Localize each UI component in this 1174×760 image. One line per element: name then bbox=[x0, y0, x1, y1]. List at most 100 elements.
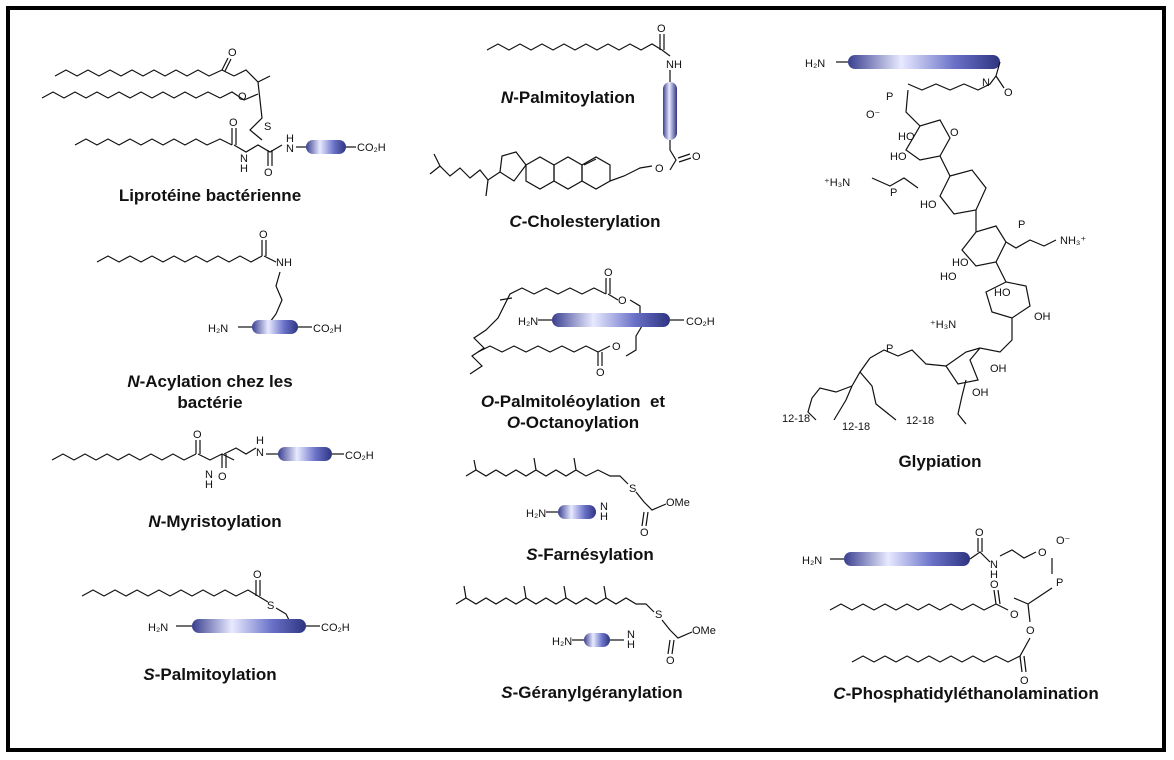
svg-text:H₂N: H₂N bbox=[526, 508, 546, 520]
peptide-bar bbox=[663, 82, 677, 140]
peptide-bar bbox=[844, 552, 970, 566]
svg-text:H: H bbox=[256, 435, 264, 447]
n-myristoylation-atoms: O N H O H N CO₂H bbox=[193, 429, 374, 491]
svg-text:O: O bbox=[229, 117, 238, 129]
svg-text:O: O bbox=[657, 23, 666, 35]
svg-text:O: O bbox=[1020, 675, 1029, 687]
svg-text:OH: OH bbox=[990, 363, 1007, 375]
svg-text:HO: HO bbox=[940, 271, 957, 283]
caption-glypiation: Glypiation bbox=[898, 452, 982, 471]
svg-text:S: S bbox=[655, 609, 662, 621]
svg-text:S: S bbox=[629, 483, 636, 495]
svg-text:12-18: 12-18 bbox=[842, 421, 870, 433]
svg-text:O: O bbox=[950, 127, 959, 139]
peptide-bar bbox=[306, 140, 346, 154]
s-farnesylation-atoms: S H₂N N H OMe O bbox=[526, 483, 690, 539]
svg-text:O: O bbox=[692, 151, 701, 163]
s-geranylgeranylation-atoms: S H₂N N H OMe O bbox=[552, 609, 716, 667]
svg-text:O: O bbox=[975, 527, 984, 539]
svg-text:O: O bbox=[990, 579, 999, 591]
svg-text:O: O bbox=[1010, 609, 1019, 621]
svg-text:P: P bbox=[1056, 577, 1063, 589]
svg-text:H: H bbox=[205, 479, 213, 491]
svg-text:O: O bbox=[655, 163, 664, 175]
svg-text:H₂N: H₂N bbox=[148, 622, 168, 634]
svg-text:CO₂H: CO₂H bbox=[321, 622, 350, 634]
svg-text:O: O bbox=[618, 295, 627, 307]
glypiation-atoms: H₂N O N P O⁻ HO HO O ⁺H₃N P HO P NH₃⁺ HO… bbox=[782, 58, 1086, 433]
n-palmitoylation-atoms: O NH O O bbox=[655, 23, 701, 175]
svg-text:N: N bbox=[600, 501, 608, 513]
svg-text:O: O bbox=[666, 655, 675, 667]
caption-s-palmitoylation: S-Palmitoylation bbox=[143, 665, 277, 684]
svg-text:O: O bbox=[604, 267, 613, 279]
caption-n-palmitoylation: N-Palmitoylation bbox=[500, 88, 636, 107]
svg-text:O: O bbox=[218, 471, 227, 483]
svg-text:N: N bbox=[627, 629, 635, 641]
svg-text:OH: OH bbox=[972, 387, 989, 399]
svg-text:S: S bbox=[264, 121, 271, 133]
caption-n-acylation: N-Acylation chez les bactérie bbox=[127, 372, 293, 413]
lipoprotein-structure bbox=[41, 57, 283, 166]
svg-text:H₂N: H₂N bbox=[208, 323, 228, 335]
svg-text:CO₂H: CO₂H bbox=[345, 450, 374, 462]
n-acylation-structure bbox=[96, 240, 312, 328]
svg-text:12-18: 12-18 bbox=[782, 413, 810, 425]
peptide-bar bbox=[558, 505, 596, 519]
svg-text:O: O bbox=[264, 167, 273, 179]
svg-text:P: P bbox=[890, 187, 897, 199]
svg-text:CO₂H: CO₂H bbox=[357, 142, 386, 154]
svg-text:H: H bbox=[600, 511, 608, 523]
svg-text:N: N bbox=[256, 447, 264, 459]
peptide-bar bbox=[278, 447, 332, 461]
peptide-bar bbox=[848, 55, 1000, 69]
caption-c-cholesterylation: C-Cholesterylation bbox=[509, 212, 661, 231]
svg-text:O: O bbox=[596, 367, 605, 379]
caption-s-geranylgeranylation: S-Géranylgéranylation bbox=[501, 683, 683, 702]
svg-text:H₂N: H₂N bbox=[802, 555, 822, 567]
caption-c-phosphatidylethanolamination: C-Phosphatidyléthanolamination bbox=[833, 684, 1099, 703]
svg-text:12-18: 12-18 bbox=[906, 415, 934, 427]
svg-text:H: H bbox=[627, 639, 635, 651]
svg-text:HO: HO bbox=[890, 151, 907, 163]
svg-text:OH: OH bbox=[1034, 311, 1051, 323]
caption-n-myristoylation: N-Myristoylation bbox=[148, 512, 282, 531]
s-palmitoylation-structure bbox=[81, 580, 320, 627]
svg-text:N: N bbox=[990, 559, 998, 571]
svg-text:OMe: OMe bbox=[666, 497, 690, 509]
caption-o-palmitoleoylation: O-Palmitoléoylation et O-Octanoylation bbox=[480, 392, 666, 433]
svg-text:HO: HO bbox=[952, 257, 969, 269]
svg-text:CO₂H: CO₂H bbox=[686, 316, 715, 328]
svg-text:H: H bbox=[990, 569, 998, 581]
c-phosphatidyl-atoms: H₂N O N H O P O⁻ O O O O bbox=[802, 527, 1071, 687]
peptide-bar bbox=[252, 320, 298, 334]
s-palmitoylation-atoms: O S H₂N CO₂H bbox=[148, 569, 350, 634]
svg-text:O: O bbox=[612, 341, 621, 353]
svg-text:OMe: OMe bbox=[692, 625, 716, 637]
c-phosphatidyl-structure bbox=[829, 538, 1053, 673]
svg-text:HO: HO bbox=[898, 131, 915, 143]
svg-text:HO: HO bbox=[920, 199, 937, 211]
svg-text:O: O bbox=[259, 229, 268, 241]
svg-text:HO: HO bbox=[994, 287, 1011, 299]
n-myristoylation-structure bbox=[51, 440, 344, 468]
svg-text:N: N bbox=[286, 143, 294, 155]
svg-text:O: O bbox=[1004, 87, 1013, 99]
svg-text:O: O bbox=[1026, 625, 1035, 637]
svg-text:⁺H₃N: ⁺H₃N bbox=[930, 319, 956, 331]
svg-text:N: N bbox=[205, 469, 213, 481]
s-geranylgeranylation-structure bbox=[455, 585, 693, 655]
svg-text:N: N bbox=[240, 153, 248, 165]
svg-text:P: P bbox=[886, 343, 893, 355]
s-farnesylation-structure bbox=[465, 457, 667, 527]
o-palmitoleoylation-atoms: O O H₂N CO₂H O O bbox=[518, 267, 715, 379]
peptide-bar bbox=[584, 633, 610, 647]
glypiation-structure bbox=[807, 61, 1057, 425]
svg-text:H: H bbox=[240, 163, 248, 175]
svg-text:O: O bbox=[1038, 547, 1047, 559]
svg-text:O⁻: O⁻ bbox=[866, 109, 881, 121]
svg-text:NH: NH bbox=[276, 257, 292, 269]
svg-text:NH₃⁺: NH₃⁺ bbox=[1060, 235, 1086, 247]
svg-text:O: O bbox=[193, 429, 202, 441]
svg-text:H₂N: H₂N bbox=[518, 316, 538, 328]
